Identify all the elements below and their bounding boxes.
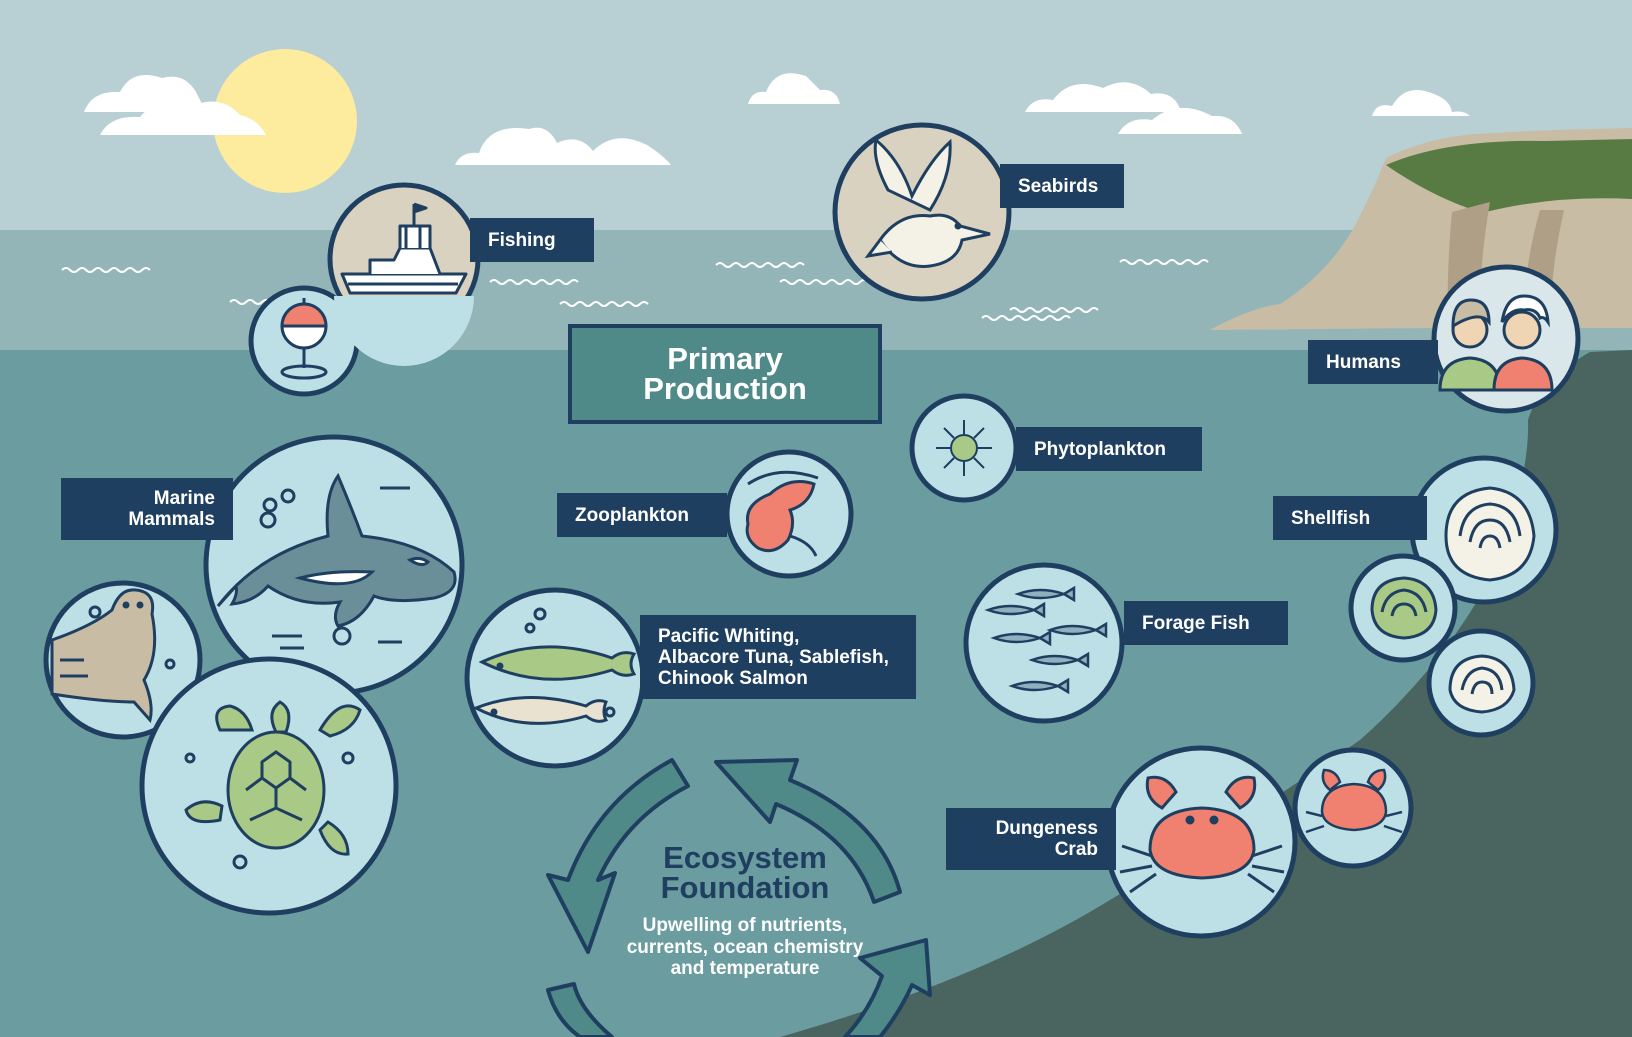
seabird-icon	[864, 137, 991, 268]
sardine-school-icon	[984, 585, 1108, 695]
forage-fish-circle	[963, 562, 1125, 724]
label-phytoplankton-text: Phytoplankton	[1034, 438, 1166, 460]
label-shellfish-text: Shellfish	[1291, 507, 1371, 529]
sea-turtle-icon	[184, 700, 362, 870]
label-forage-fish-text: Forage Fish	[1142, 612, 1250, 634]
shrimp-icon	[745, 470, 819, 557]
fishing-bobber-icon	[280, 298, 328, 380]
label-dungeness-crab-text: Dungeness Crab	[995, 818, 1098, 860]
seafloor	[780, 350, 1632, 1037]
label-marine-mammals: Marine Mammals	[61, 478, 233, 540]
crab-icon	[1119, 775, 1285, 894]
label-fishing-text: Fishing	[488, 229, 556, 251]
clouds	[84, 73, 1470, 165]
clam-shell-icon	[1448, 654, 1516, 714]
label-humans: Humans	[1308, 340, 1438, 384]
label-forage-fish: Forage Fish	[1124, 601, 1288, 645]
ecosystem-foundation-description: Upwelling of nutrients, currents, ocean …	[626, 915, 864, 979]
label-zooplankton: Zooplankton	[557, 493, 727, 537]
primary-production-box: Primary Production	[568, 324, 882, 424]
label-marine-mammals-text: Marine Mammals	[128, 488, 215, 530]
label-zooplankton-text: Zooplankton	[575, 504, 689, 526]
small-crab-icon	[1305, 768, 1403, 834]
label-fish-species-text: Pacific Whiting, Albacore Tuna, Sablefis…	[658, 625, 889, 689]
people-icon	[1438, 294, 1554, 392]
scallop-shell-icon	[1370, 576, 1438, 640]
sun	[213, 49, 357, 193]
label-phytoplankton: Phytoplankton	[1016, 427, 1202, 471]
label-humans-text: Humans	[1326, 351, 1401, 373]
fishing-boat-icon	[334, 202, 474, 366]
label-seabirds-text: Seabirds	[1018, 175, 1099, 197]
label-fish-species: Pacific Whiting, Albacore Tuna, Sablefis…	[640, 615, 916, 699]
orca-icon	[216, 472, 457, 650]
label-dungeness-crab: Dungeness Crab	[946, 808, 1116, 870]
label-seabirds: Seabirds	[1000, 164, 1124, 208]
seal-icon	[50, 588, 176, 724]
ecosystem-foundation-title: Ecosystem Foundation	[660, 840, 830, 905]
label-fishing: Fishing	[470, 218, 594, 262]
phytoplankton-icon	[936, 420, 992, 476]
seabird-circle	[832, 122, 1012, 302]
oyster-shell-icon	[1444, 486, 1536, 582]
groundfish-icon	[472, 607, 637, 725]
label-shellfish: Shellfish	[1273, 496, 1427, 540]
cycle-arrows-icon	[546, 758, 932, 1037]
